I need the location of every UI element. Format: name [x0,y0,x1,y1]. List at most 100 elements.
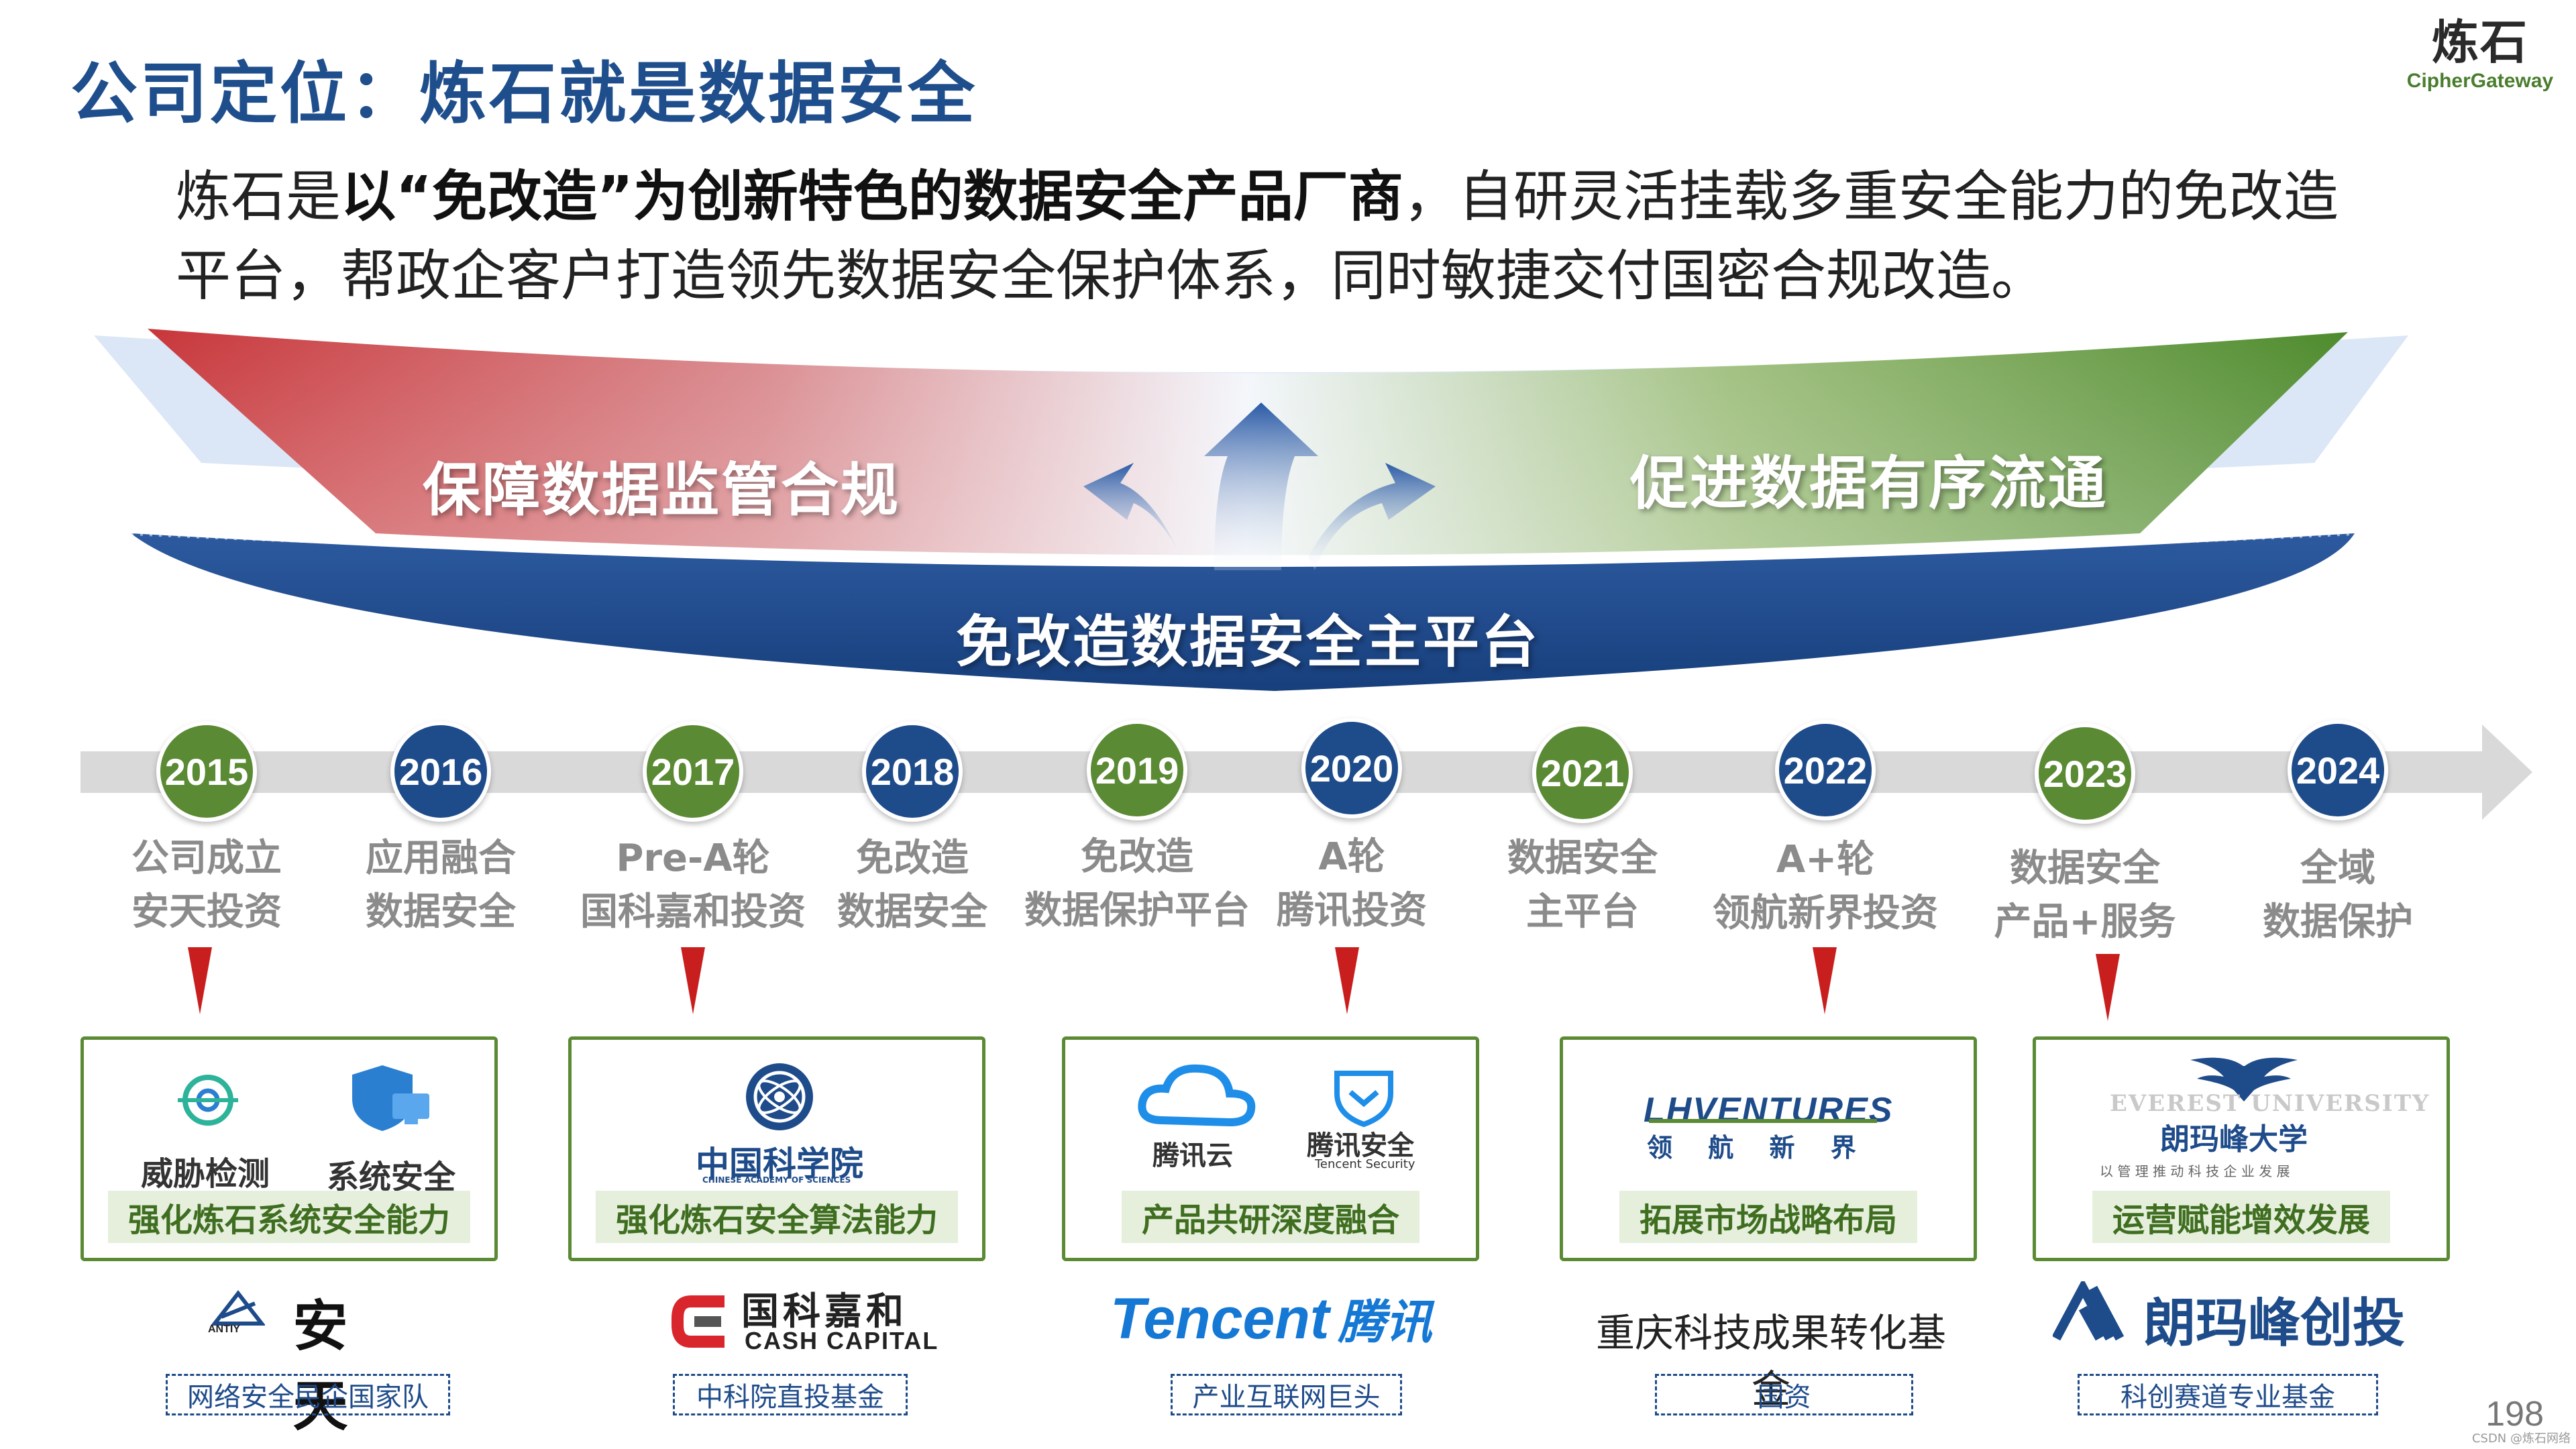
hero-right-text: 促进数据有序流通 [1630,450,2108,517]
lhventures-underline [1649,1119,1877,1123]
timeline-label-2015: 公司成立 安天投资 [72,832,341,939]
timeline-label-line1: 免改造 [856,837,969,880]
partner-cashcapital-logo: 国科嘉和 CASH CAPITAL [667,1281,939,1355]
card-antiy: 威胁检测 系统安全 强化炼石系统安全能力 [80,1036,498,1261]
card-tencent: 腾讯云 腾讯安全 Tencent Security 产品共研深度融合 [1062,1036,1479,1261]
timeline-label-line2: 数据安全 [837,890,987,934]
tencent-security-icon [1334,1071,1393,1127]
everest-slogan: 以 管 理 推 动 科 技 企 业 发 展 [2100,1163,2290,1179]
timeline-label-line2: 腾讯投资 [1277,889,1427,932]
timeline-label-2022: A+轮 领航新界投资 [1691,833,1960,941]
card-item-label: 腾讯云 [1152,1140,1233,1171]
hero-platform-text: 免改造数据安全主平台 [956,609,1540,675]
timeline-label-line1: 免改造 [1081,835,1193,879]
eagle-emblem-icon [2190,1057,2298,1102]
intro-suffix: ，自研灵活挂载多重安全能力的免改造平台，帮政企客户打造领先数据安全保护体系，同时… [176,165,2339,308]
hero-left-text: 保障数据监管合规 [423,457,900,524]
year-node-2020: 2020 [1301,718,1402,818]
footer-watermark: CSDN @炼石网络 [2471,1432,2571,1446]
partner-tag: 科创赛道专业基金 [2078,1374,2378,1415]
partner-langmafeng-logo: 朗玛峰创投 [2053,1278,2428,1354]
timeline-label-line1: 全域 [2300,847,2375,890]
cashcapital-en: CASH CAPITAL [745,1327,939,1354]
timeline-label-2024: 全域 数据保护 [2204,842,2472,949]
pointer-2017 [681,947,705,1014]
card-caption: 强化炼石系统安全能力 [107,1191,471,1243]
cas-name-en: CHINESE ACADEMY OF SCIENCES [702,1175,851,1185]
hero-shapes [94,329,2408,691]
card-item-label: 系统安全 [327,1159,456,1196]
threat-detection-icon [178,1075,238,1126]
card-caption: 强化炼石安全算法能力 [595,1191,959,1243]
cas-emblem-icon [746,1063,813,1130]
everest-name-cn: 朗玛峰大学 [2160,1122,2308,1157]
timeline-label-line1: 数据安全 [2010,847,2160,890]
card-caption: 拓展市场战略布局 [1619,1191,1918,1243]
hero-graphic: 保障数据监管合规 促进数据有序流通 免改造数据安全主平台 [0,315,2576,718]
timeline-label-line2: 数据保护 [2263,900,2413,944]
timeline-label-line2: 主平台 [1526,890,1639,934]
timeline-label-2023: 数据安全 产品+服务 [1951,842,2219,949]
company-logo: 炼石 CipherGateway [2403,19,2557,93]
partner-tag: 中科院直投基金 [673,1374,908,1415]
timeline-label-line1: Pre-A轮 [616,837,770,880]
partner-tag: 产业互联网巨头 [1171,1374,1402,1415]
timeline-label-2016: 应用融合 数据安全 [307,832,575,939]
page-title: 公司定位：炼石就是数据安全 [70,54,977,133]
tencent-cn: 腾讯 [1338,1295,1432,1350]
timeline-label-line2: 安天投资 [131,890,282,934]
timeline-label-line1: A+轮 [1776,838,1875,881]
year-node-2023: 2023 [2035,723,2135,824]
tencent-cloud-icon [1138,1064,1256,1127]
partner-tag: 网络安全民企国家队 [166,1374,450,1415]
logo-main-text: 炼石 [2432,15,2528,70]
card-item-label: 腾讯安全 [1307,1130,1414,1161]
intro-paragraph: 炼石是以“免改造”为创新特色的数据安全产品厂商，自研灵活挂载多重安全能力的免改造… [176,158,2390,316]
page-number: 198 [2485,1395,2544,1434]
lhventures-logo-text: LHVENTURES [1644,1091,1894,1130]
year-node-2017: 2017 [643,721,743,822]
timeline-label-line2: 数据保护平台 [1024,889,1250,932]
timeline-label-line1: A轮 [1318,835,1385,879]
year-node-2022: 2022 [1775,720,1876,820]
timeline-label-2018: 免改造 数据安全 [778,832,1046,939]
antiy-mark-icon [211,1290,265,1326]
timeline-label-line2: 产品+服务 [1994,900,2176,944]
partner-tag: 国资 [1655,1374,1913,1415]
partner-antiy-logo: ANTIY 安天 [208,1285,372,1438]
logo-sub-text: CipherGateway [2406,70,2554,92]
tencent-en: Tencent [1110,1287,1330,1351]
timeline-label-line1: 应用融合 [366,837,516,880]
pointer-2020 [1335,947,1359,1014]
timeline-label-line1: 公司成立 [131,837,282,880]
lhventures-cn-text: 领 航 新 界 [1647,1132,1870,1163]
card-caption: 产品共研深度融合 [1121,1191,1420,1243]
intro-highlight: 以“免改造”为创新特色的数据安全产品厂商 [341,165,1403,229]
antiy-en: ANTIY [208,1324,240,1335]
partner-chongqing-fund: 重庆科技成果转化基金 [1595,1310,1946,1412]
system-security-icon [352,1065,429,1131]
pointer-2015 [188,947,212,1014]
card-caption: 运营赋能增效发展 [2092,1191,2391,1243]
antiy-cn: 安天 [292,1295,348,1438]
card-lhventures: LHVENTURES 领 航 新 界 拓展市场战略布局 [1560,1036,1977,1261]
year-node-2019: 2019 [1087,720,1187,820]
cashcapital-mark-icon [672,1295,724,1348]
everest-name-en: EVEREST UNIVERSITY [2110,1090,2430,1117]
timeline-label-2021: 数据安全 主平台 [1448,832,1717,939]
year-node-2021: 2021 [1532,722,1633,823]
intro-prefix: 炼石是 [176,165,341,229]
timeline-label-line2: 国科嘉和投资 [580,890,806,934]
card-everest: EVEREST UNIVERSITY 朗玛峰大学 以 管 理 推 动 科 技 企… [2033,1036,2450,1261]
year-node-2015: 2015 [156,721,257,822]
timeline-label-line1: 数据安全 [1507,837,1658,880]
year-node-2018: 2018 [862,721,963,822]
langmafeng-cn: 朗玛峰创投 [2143,1293,2406,1354]
timeline-label-line2: 领航新界投资 [1713,892,1938,935]
timeline-label-2019: 免改造 数据保护平台 [1003,830,1271,938]
year-node-2016: 2016 [390,721,491,822]
pointer-2023 [2096,954,2120,1021]
partner-tencent-logo: Tencent 腾讯 [1110,1285,1472,1352]
card-item-label: 威胁检测 [141,1155,270,1193]
cashcapital-cn: 国科嘉和 [741,1290,908,1334]
